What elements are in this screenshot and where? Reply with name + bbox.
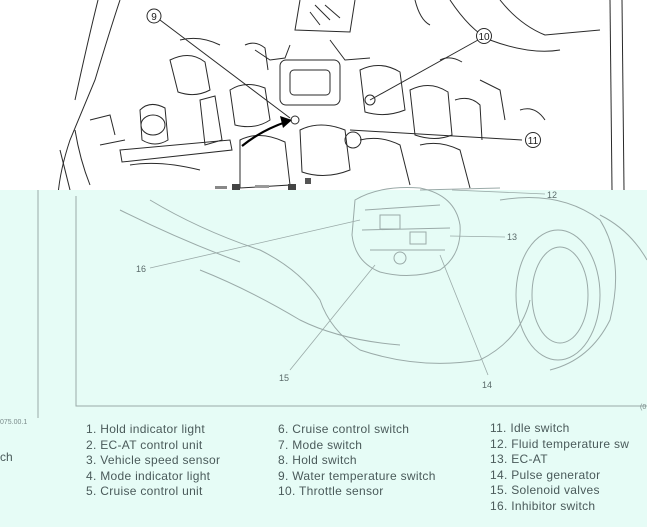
legend-item: 4. Mode indicator light (86, 468, 211, 483)
callout-9: 9 (146, 8, 162, 24)
callout-10: 10 (476, 28, 492, 44)
legend-item: 3. Vehicle speed sensor (86, 453, 221, 468)
callout-11: 11 (525, 132, 541, 148)
callout-13: 13 (507, 232, 517, 242)
edge-left-code: 075.00.1 (0, 419, 28, 426)
svg-text:9: 9 (151, 12, 157, 23)
callout-16: 16 (136, 264, 146, 274)
legend-column-1: 1. Hold indicator light 2. EC-AT control… (86, 422, 220, 500)
svg-text:10: 10 (478, 32, 490, 43)
leader-lines-bottom (149, 189, 546, 376)
pointer-arrow (241, 120, 287, 147)
legend-item: 16. Inhibitor switch (490, 498, 596, 513)
cyan-wash-region (0, 190, 647, 527)
legend-item: 14. Pulse generator (490, 467, 601, 482)
pointer-arrowhead (280, 116, 292, 128)
engine-compartment-drawing (57, 0, 625, 196)
legend-item: 2. EC-AT control unit (86, 437, 203, 452)
callout-14: 14 (482, 380, 492, 390)
legend-item: 9. Water temperature switch (278, 468, 436, 483)
legend-item: 8. Hold switch (278, 453, 357, 468)
legend-item: 10. Throttle sensor (278, 484, 384, 499)
legend-item: 15. Solenoid valves (490, 483, 600, 498)
legend-item: 7. Mode switch (278, 437, 363, 452)
scan-artifacts (215, 178, 311, 190)
legend-item: 5. Cruise control unit (86, 484, 203, 499)
callout-12: 12 (547, 190, 557, 200)
legend-item: 1. Hold indicator light (86, 422, 205, 436)
transmission-drawing (37, 187, 647, 418)
leader-lines-top (159, 19, 523, 141)
legend-column-2: 6. Cruise control switch 7. Mode switch … (278, 422, 436, 500)
legend-item: 6. Cruise control switch (278, 422, 410, 436)
svg-text:11: 11 (528, 136, 539, 147)
legend-item: 13. EC-AT (490, 452, 548, 467)
legend-column-3: 11. Idle switch 12. Fluid temperature sw… (490, 421, 629, 515)
callout-15: 15 (279, 373, 289, 383)
edge-left-text: ch (0, 450, 13, 464)
legend-item: 12. Fluid temperature sw (490, 436, 630, 451)
legend-item: 11. Idle switch (490, 421, 570, 435)
edge-right-code: (0 (640, 404, 647, 411)
